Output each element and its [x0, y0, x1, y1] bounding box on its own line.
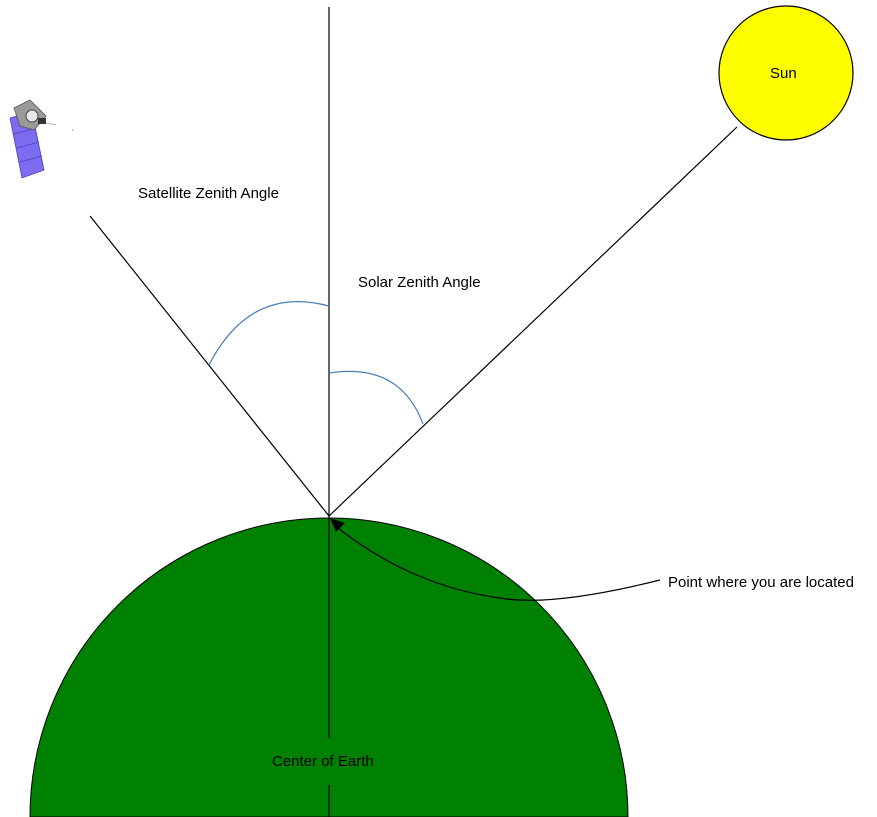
- solar-zenith-angle-label: Solar Zenith Angle: [358, 275, 481, 290]
- sun-label: Sun: [770, 66, 797, 81]
- location-label: Point where you are located: [668, 575, 854, 590]
- center-of-earth-label: Center of Earth: [272, 754, 374, 769]
- solar-zenith-arc: [329, 371, 423, 424]
- satellite-line: [90, 216, 329, 516]
- satellite-icon: [10, 100, 74, 178]
- satellite-zenith-angle-label: Satellite Zenith Angle: [138, 186, 279, 201]
- satellite-zenith-arc: [209, 302, 329, 365]
- sun-line: [329, 127, 737, 516]
